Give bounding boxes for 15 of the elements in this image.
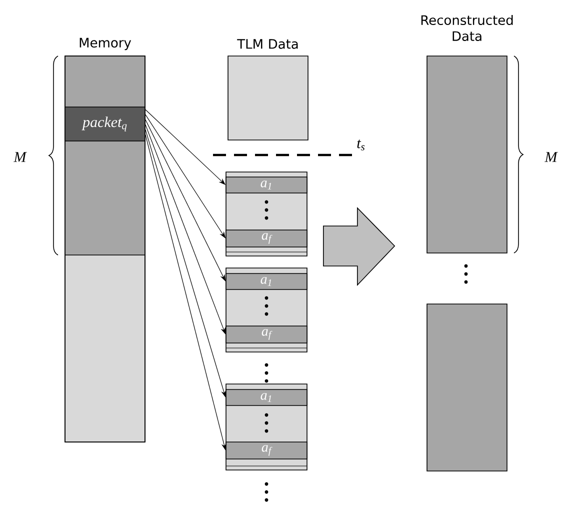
data-box bbox=[426, 304, 508, 472]
field-cell: a$_{1}$ bbox=[226, 176, 308, 194]
variable-label: t$_{s}$ bbox=[357, 140, 365, 150]
column-heading: Memory bbox=[80, 38, 132, 50]
field-cell: a$_{1}$ bbox=[226, 389, 308, 406]
field-cell: a$_{f}$ bbox=[226, 230, 308, 248]
variable-label: M bbox=[544, 152, 558, 162]
variable-label: M bbox=[14, 152, 27, 162]
field-cell: a$_{f}$ bbox=[226, 326, 308, 344]
field-cell: a$_{1}$ bbox=[226, 273, 308, 290]
block-arrow bbox=[323, 207, 396, 286]
field-cell: a$_{f}$ bbox=[226, 442, 308, 460]
column-heading: Reconstructed Data bbox=[421, 14, 513, 42]
column-heading: TLM Data bbox=[237, 39, 298, 49]
packet-cell: packet$_{q}$ bbox=[64, 106, 146, 142]
